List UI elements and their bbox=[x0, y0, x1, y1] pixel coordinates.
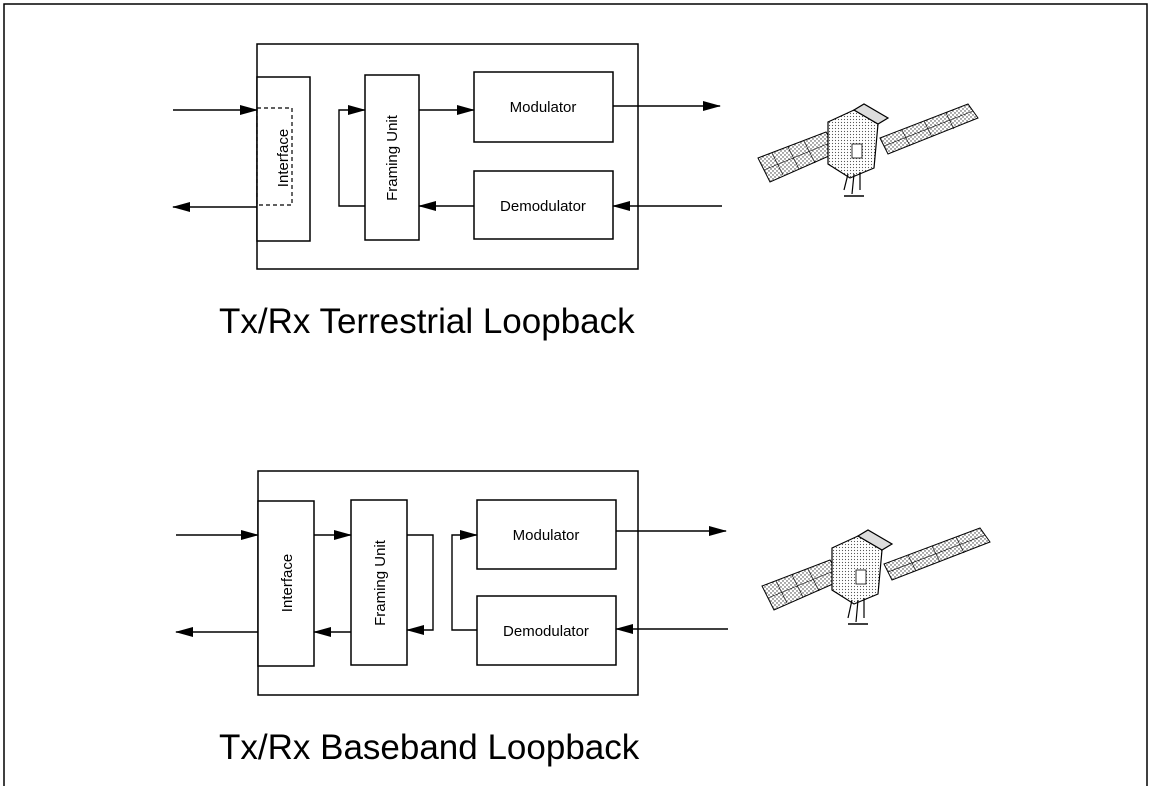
modulator-block bbox=[473, 71, 614, 143]
baseband-loopback-diagram: Interface Framing Unit Modulator Demodul… bbox=[175, 470, 728, 767]
demodulator-block bbox=[476, 595, 617, 666]
framing-unit-label: Framing Unit bbox=[384, 114, 401, 201]
demodulator-label: Demodulator bbox=[503, 623, 589, 640]
framing-loopback-arrow bbox=[338, 105, 366, 207]
diagram-title: Tx/Rx Baseband Loopback bbox=[219, 728, 640, 767]
diagram-title: Tx/Rx Terrestrial Loopback bbox=[219, 302, 635, 341]
baseband-loopback-arrow bbox=[406, 534, 434, 635]
framing-unit-label: Framing Unit bbox=[372, 539, 389, 626]
modem-loopback-arrow bbox=[451, 530, 478, 631]
terrestrial-loopback-diagram: Interface Framing Unit Modulator Demodul… bbox=[172, 43, 722, 341]
interface-loopback-dashed bbox=[256, 107, 293, 206]
interface-label: Interface bbox=[279, 554, 296, 612]
demodulator-label: Demodulator bbox=[500, 198, 586, 215]
framing-unit-block bbox=[364, 74, 420, 241]
page-frame bbox=[3, 3, 1148, 791]
interface-block bbox=[257, 500, 315, 667]
modulator-label: Modulator bbox=[513, 527, 580, 544]
satellite-icon bbox=[761, 527, 991, 625]
interface-label: Interface bbox=[275, 129, 292, 187]
satellite-icon bbox=[757, 103, 979, 197]
modulator-block bbox=[476, 499, 617, 570]
modulator-label: Modulator bbox=[510, 99, 577, 116]
interface-block bbox=[256, 76, 311, 242]
framing-unit-block bbox=[350, 499, 408, 666]
demodulator-block bbox=[473, 170, 614, 240]
